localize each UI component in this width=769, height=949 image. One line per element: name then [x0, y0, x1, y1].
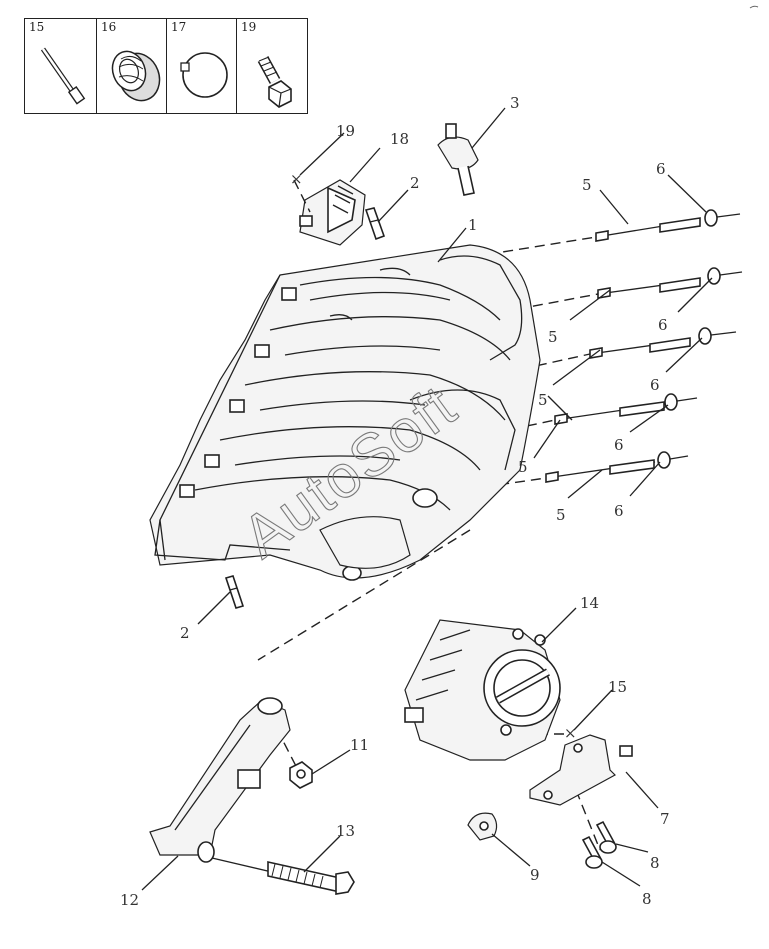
callout-15: 15	[608, 678, 627, 696]
studs-group	[545, 209, 743, 483]
callout-5c: 5	[538, 391, 548, 409]
nuts	[657, 209, 743, 469]
legend-number: 19	[241, 20, 257, 34]
legend-box-19: 19	[236, 18, 308, 114]
stud-1	[595, 217, 701, 242]
stud-3	[589, 337, 691, 359]
callout-8a: 8	[650, 854, 660, 872]
callout-6e: 6	[614, 502, 624, 520]
bolt-icon	[40, 47, 86, 105]
legend-number: 16	[101, 20, 117, 34]
dowel-pin-upper	[364, 207, 386, 241]
callout-3: 3	[510, 94, 520, 112]
callout-5e: 5	[556, 506, 566, 524]
callout-6d: 6	[614, 436, 624, 454]
legend-number: 15	[29, 20, 45, 34]
support-bracket	[149, 697, 291, 863]
map-sensor: ×	[290, 170, 366, 246]
callout-1: 1	[468, 216, 478, 234]
corner-mark	[749, 5, 759, 9]
callout-13: 13	[336, 822, 355, 840]
hose-sleeve-icon	[111, 50, 161, 102]
callout-7: 7	[660, 810, 670, 828]
callout-5a: 5	[582, 176, 592, 194]
throttle-body	[404, 619, 561, 761]
callout-6c: 6	[650, 376, 660, 394]
cross-mark: ×	[564, 724, 577, 742]
leader-lines	[141, 107, 713, 891]
callout-9: 9	[530, 866, 540, 884]
long-bolt	[211, 857, 355, 895]
callout-19: 19	[336, 122, 355, 140]
callout-2-lower: 2	[180, 624, 190, 642]
callout-6b: 6	[658, 316, 668, 334]
bracket-bolts	[581, 820, 617, 869]
intake-manifold	[149, 244, 541, 581]
vacuum-fitting	[437, 123, 479, 196]
callout-2-upper: 2	[410, 174, 420, 192]
callout-6a: 6	[656, 160, 666, 178]
callout-14: 14	[580, 594, 599, 612]
callout-5d: 5	[518, 458, 528, 476]
stud-4	[554, 401, 665, 425]
callout-8b: 8	[642, 890, 652, 908]
throttle-bracket	[529, 734, 633, 806]
stud-2	[597, 277, 701, 299]
sensor-cap	[467, 812, 498, 841]
legend-number: 17	[171, 20, 187, 34]
callout-5b: 5	[548, 328, 558, 346]
callout-11: 11	[350, 736, 369, 754]
legend-box-17: 17	[166, 18, 238, 114]
clamp-ring-icon	[180, 52, 228, 98]
legend-box-15: 15	[24, 18, 98, 114]
callout-18: 18	[390, 130, 409, 148]
flange-nut	[289, 761, 313, 789]
cross-mark: ×	[290, 170, 303, 188]
callout-labels: 1 2 2 3 5 5 5 5 5 6 6 6 6 6 7 8 8 9 11 1…	[120, 94, 670, 909]
callout-12: 12	[120, 891, 139, 909]
hex-bolt-icon	[257, 56, 292, 108]
dowel-pin-lower	[224, 575, 245, 609]
